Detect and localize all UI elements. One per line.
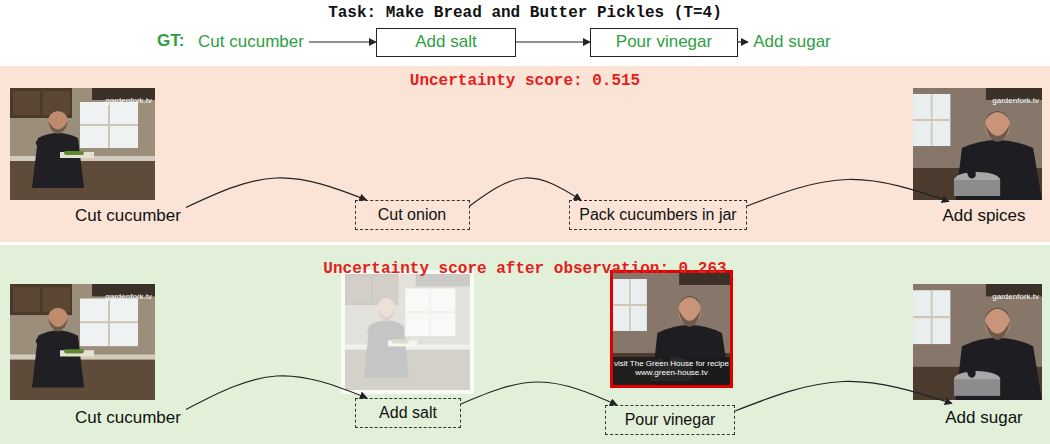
- watermark: gardenfork.tv: [992, 292, 1039, 301]
- sequence-arrow: [738, 41, 748, 42]
- watermark-holder: gardenfork.tv: [105, 89, 152, 107]
- step-label: Cut onion: [378, 205, 447, 224]
- step-label: Pour vinegar: [616, 32, 712, 52]
- uncertainty-score: Uncertainty score: 0.515: [410, 72, 640, 91]
- sequence-arrow: [309, 41, 376, 42]
- step-text: Add sugar: [748, 28, 836, 57]
- predicted-step-box: Cut onion: [355, 200, 470, 230]
- step-box: Add salt: [376, 28, 516, 57]
- step-text: Cut cucumber: [70, 202, 186, 231]
- transition-arc: [747, 179, 949, 206]
- video-frame: [913, 88, 1042, 200]
- step-label: Cut cucumber: [75, 408, 181, 428]
- transition-arc: [461, 382, 617, 405]
- highlight-frame: [612, 272, 732, 387]
- transition-arc: [470, 178, 582, 206]
- step-label: Cut cucumber: [198, 32, 304, 52]
- watermark-holder: gardenfork.tv: [105, 285, 152, 303]
- sequence-arrow: [516, 41, 590, 42]
- caption-strip: [613, 357, 730, 385]
- observation-band: Cut cucumber Add salt Pour vinegar Add suga…: [0, 245, 1050, 444]
- step-text: Cut cucumber: [193, 28, 309, 57]
- video-caption-holder: visit The Green House for recipe www.gre…: [614, 359, 729, 379]
- transition-arc: [186, 178, 367, 208]
- watermark-holder: gardenfork.tv: [992, 89, 1039, 107]
- uncertainty-score: Uncertainty score after observation: 0.2…: [323, 260, 726, 279]
- prediction-band: Cut cucumber Cut onion Pack cucumbers in j…: [0, 66, 1050, 242]
- video-frame: [10, 88, 155, 200]
- step-label: Pack cucumbers in jar: [579, 205, 736, 224]
- step-label: Cut cucumber: [75, 206, 181, 226]
- watermark-holder: gardenfork.tv: [992, 285, 1039, 303]
- title-row: Task: Make Bread and Butter Pickles (T=4…: [0, 3, 1050, 23]
- step-text: Cut cucumber: [70, 404, 186, 433]
- video-caption: visit The Green House for recipe www.gre…: [614, 359, 729, 377]
- figure-title: Task: Make Bread and Butter Pickles (T=4…: [328, 4, 722, 23]
- video-frame: [613, 273, 730, 385]
- row-label: GT:: [157, 31, 184, 51]
- transition-arc: [186, 376, 367, 410]
- video-frame: [913, 284, 1042, 400]
- step-text: Add sugar: [940, 404, 1028, 433]
- predicted-step-box: Pack cucumbers in jar: [569, 200, 747, 230]
- transition-arc: [735, 381, 952, 411]
- step-label: Add sugar: [753, 32, 831, 52]
- row-label-holder: GT:: [157, 31, 184, 51]
- step-label: Add salt: [415, 32, 476, 52]
- step-label: Pour vinegar: [625, 410, 716, 429]
- predicted-step-box: Add salt: [355, 398, 461, 428]
- watermark: gardenfork.tv: [105, 96, 152, 105]
- watermark: gardenfork.tv: [105, 292, 152, 301]
- step-label: Add sugar: [945, 408, 1023, 428]
- predicted-step-box: Pour vinegar: [605, 405, 735, 435]
- step-label: Add spices: [942, 206, 1025, 226]
- video-frame: [10, 284, 155, 400]
- step-box: Pour vinegar: [590, 28, 738, 57]
- watermark: gardenfork.tv: [992, 96, 1039, 105]
- step-text: Add spices: [937, 202, 1031, 231]
- faded-video-frame: [341, 270, 474, 394]
- step-label: Add salt: [379, 403, 437, 422]
